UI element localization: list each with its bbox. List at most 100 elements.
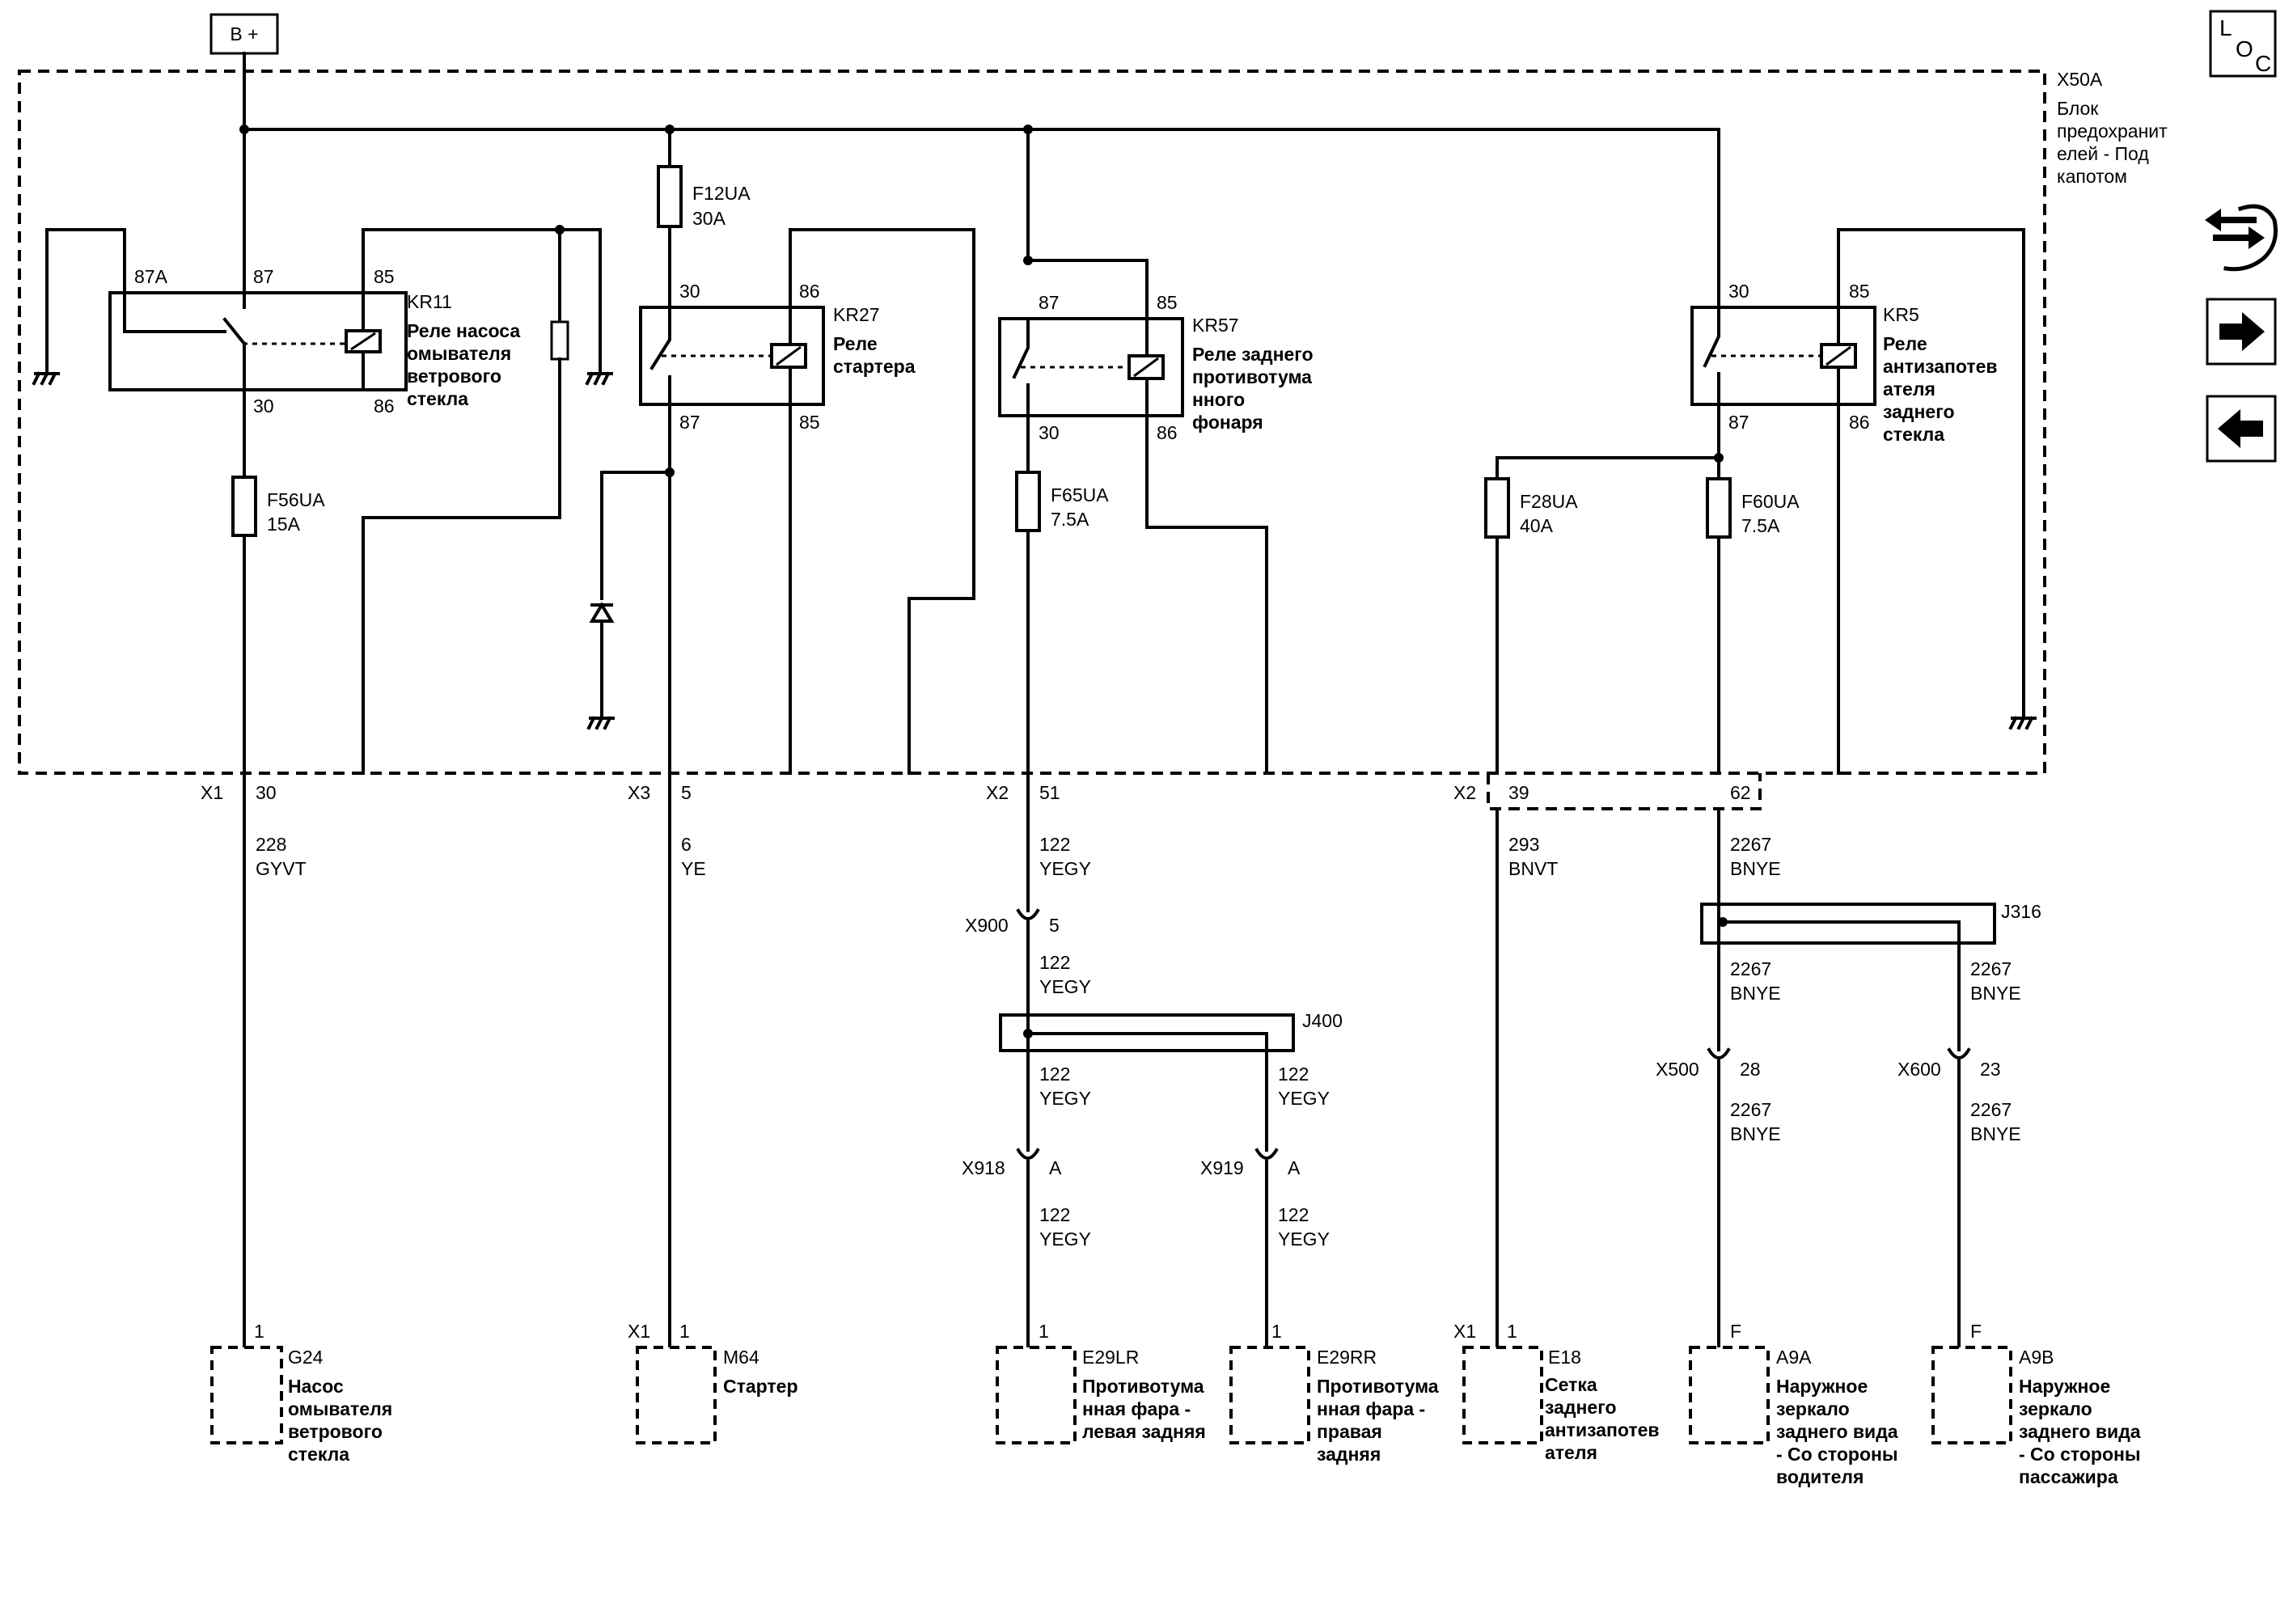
diagram-label: 87 [1039,292,1060,313]
diagram-label: F28UA [1520,491,1578,512]
diagram-label: X2 [986,782,1009,803]
diagram-label: A [1288,1157,1301,1178]
component-a9b: F A9B Наружное зеркало заднего вида - Со… [1931,1321,2141,1487]
diagram-label: BNYE [1970,1123,2021,1144]
wire-122: 122 YEGY X900 5 122 YEGY [965,772,1091,1022]
diagram-label: зеркало [2019,1398,2092,1419]
diagram-label: 122 [1278,1204,1309,1225]
diagram-label: 2267 [1970,1099,2012,1120]
power-bus [239,52,1720,309]
diagram-label: YEGY [1278,1088,1330,1109]
diagram-label: 23 [1980,1059,2001,1080]
ground-icon [586,710,615,730]
diagram-label: YEGY [1039,976,1091,997]
diagram-label: 87 [253,266,274,287]
fuse-f60ua: F60UA 7.5A [1706,456,1800,775]
diagram-label: 28 [1740,1059,1761,1080]
diagram-label: 86 [1157,422,1178,443]
diagram-label: X500 [1656,1059,1699,1080]
diagram-label: 6 [681,834,692,855]
diagram-label: заднего вида [2019,1421,2141,1442]
diagram-label: 87 [679,412,700,433]
diagram-label: Реле заднего [1192,344,1314,365]
diagram-label: L [2219,15,2232,40]
arrow-left-button[interactable] [2206,395,2277,463]
diagram-label: Насос [288,1376,344,1397]
fuse-block-boundary [18,70,2046,775]
diagram-label: 86 [799,281,820,302]
diagram-label: E29LR [1082,1347,1139,1368]
diagram-label: Стартер [723,1376,798,1397]
diagram-label: фонаря [1192,412,1263,433]
fuse-block-connector: X50A [2057,69,2103,90]
diagram-label: 2267 [1970,958,2012,979]
ground-icon [2008,712,2037,730]
diagram-label: нная фара - [1317,1398,1425,1419]
diagram-label: KR5 [1883,304,1919,325]
component-a9a: F A9A Наружное зеркало заднего вида - Со… [1689,1321,1898,1487]
diagram-label: X3 [628,782,650,803]
diagram-label: J316 [2001,901,2041,922]
diagram-label: 40A [1520,515,1554,536]
diagram-label: задняя [1317,1444,1381,1465]
diagram-label: Сетка [1545,1374,1597,1395]
diagram-label: O [2236,36,2253,61]
wire-122-left: 122 YEGY X918 A 122 YEGY [962,1064,1091,1347]
diagram-label: G24 [288,1347,324,1368]
diagram-label: - Со стороны [2019,1444,2141,1465]
diagram-label: левая задняя [1082,1421,1206,1442]
diagram-label: C [2255,51,2271,76]
battery-terminal: B + [209,13,279,55]
diagram-label: 122 [1039,1204,1070,1225]
diagram-label: 293 [1508,834,1539,855]
diagram-label: F56UA [267,489,325,510]
diagram-label: 87A [134,266,168,287]
diagram-label: зеркало [1776,1398,1850,1419]
loc-icon[interactable]: L O C [2209,10,2277,78]
diagram-label: BNVT [1508,858,1558,879]
diagram-label: A [1049,1157,1062,1178]
diagram-label: Наружное [1776,1376,1868,1397]
diagram-label: YEGY [1039,858,1091,879]
diode-icon [589,471,671,713]
diagram-label: Блок [2057,98,2099,119]
diagram-label: 122 [1039,834,1070,855]
diagram-label: 85 [799,412,820,433]
arrows-icon[interactable] [2205,204,2278,272]
arrow-right-button[interactable] [2206,298,2277,366]
battery-label: B + [230,23,258,44]
diagram-label: 2267 [1730,834,1771,855]
diagram-label: нного [1192,389,1245,410]
diagram-label: 5 [1049,915,1060,936]
diagram-label: BNYE [1970,983,2021,1004]
diagram-label: GYVT [256,858,307,879]
diagram-label: Противотума [1082,1376,1204,1397]
diagram-label: ателя [1883,379,1936,400]
diagram-label: F [1970,1321,1982,1342]
diagram-label: правая [1317,1421,1382,1442]
component-g24: 1 G24 Насос омывателя ветрового стекла [210,1321,392,1465]
diagram-label: E18 [1548,1347,1581,1368]
diagram-label: 86 [374,395,395,417]
wire-2267: 2267 BNYE [1717,807,1781,909]
wire-122-right: 122 YEGY X919 A 122 YEGY [1200,1064,1330,1347]
diagram-label: 122 [1278,1064,1309,1085]
ground-icon [585,362,613,386]
relay-kr5: 30 85 87 86 KR5 Реле антизапотев ателя з… [1690,228,2025,775]
diagram-label: Противотума [1317,1376,1439,1397]
diagram-label: заднего вида [1776,1421,1898,1442]
diagram-label: 30 [256,782,277,803]
diagram-label: омывателя [407,343,511,364]
diagram-label: 30 [1728,281,1749,302]
diagram-label: противотума [1192,366,1312,387]
diagram-label: 7.5A [1741,515,1780,536]
diagram-label: 15A [267,514,301,535]
component-e29rr: 1 E29RR Противотума нная фара - правая з… [1229,1321,1439,1465]
diagram-label: ателя [1545,1442,1597,1463]
diagram-label: 2267 [1730,958,1771,979]
diagram-label: 1 [679,1321,690,1342]
diagram-label: стекла [407,388,468,409]
relay-kr57: 87 85 30 86 KR57 Реле заднего противотум… [998,128,1314,775]
diagram-label: 85 [1849,281,1870,302]
